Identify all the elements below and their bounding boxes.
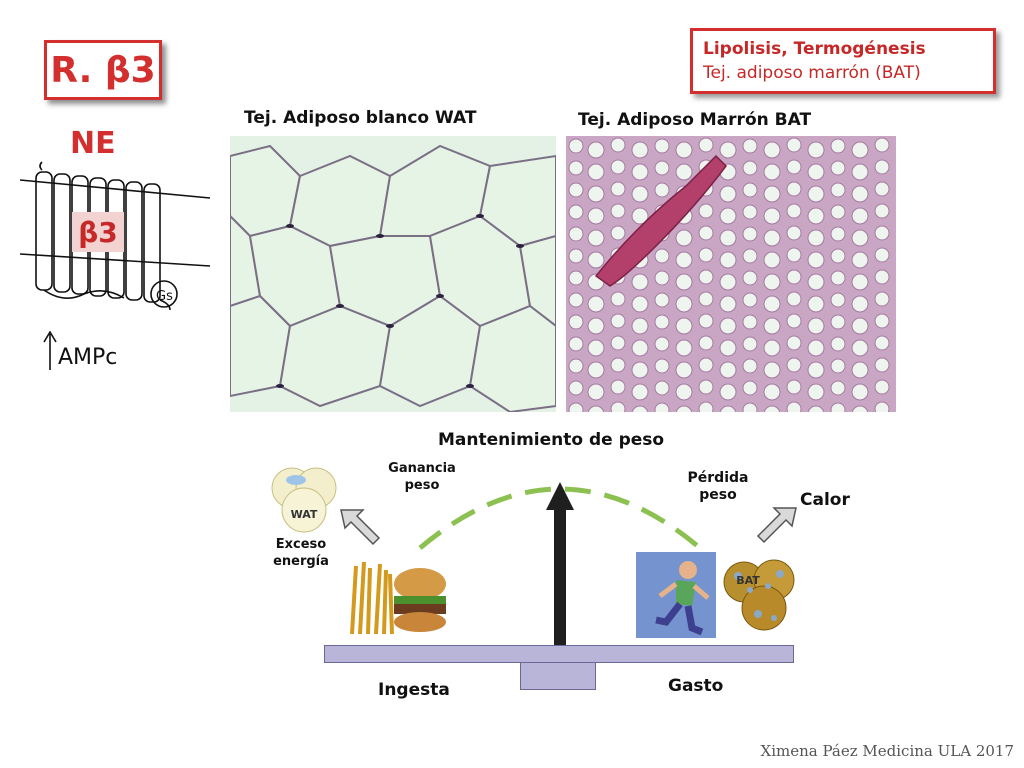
excess-arrow-icon [340, 509, 381, 546]
footer-credit: Ximena Páez Medicina ULA 2017 [760, 742, 1014, 760]
wat-cells-icon: WAT [271, 467, 337, 533]
balance-arc-and-arrows [418, 482, 702, 646]
wat-label: Tej. Adiposo blanco WAT [244, 108, 477, 128]
bat-micrograph [566, 136, 896, 412]
info-line-1: Lipolisis, Termogénesis [703, 39, 926, 59]
ampc-label: AMPc [58, 345, 117, 370]
intake-label: Ingesta [378, 680, 450, 700]
bat-label: Tej. Adiposo Marrón BAT [578, 110, 812, 130]
excess-energy-label: Exceso energía [273, 537, 329, 569]
bat-icon-label: BAT [736, 574, 760, 587]
bat-cells-icon: BAT [723, 559, 795, 631]
wat-icon-label: WAT [291, 508, 318, 521]
food-icon [346, 556, 448, 636]
title-box: R. β3 [44, 40, 162, 100]
balance-fulcrum [520, 662, 596, 690]
balance-title: Mantenimiento de peso [438, 430, 665, 450]
loss-label: Pérdida peso [687, 470, 749, 503]
balance-beam [324, 645, 794, 663]
info-line-2: Tej. adiposo marrón (BAT) [703, 63, 921, 83]
ligand-label: NE [70, 126, 116, 161]
gs-label: Gs [156, 289, 173, 304]
page-title: R. β3 [50, 49, 156, 91]
receptor-diagram: Gs AMPc [19, 161, 211, 370]
heat-label: Calor [800, 490, 850, 510]
heat-arrow-icon [756, 507, 797, 544]
gain-label: Ganancia peso [388, 461, 456, 493]
expenditure-label: Gasto [668, 676, 724, 696]
info-box: Lipolisis, Termogénesis Tej. adiposo mar… [690, 28, 996, 94]
receptor-label: β3 [72, 212, 124, 252]
runner-icon [636, 552, 716, 638]
wat-micrograph [230, 136, 556, 412]
